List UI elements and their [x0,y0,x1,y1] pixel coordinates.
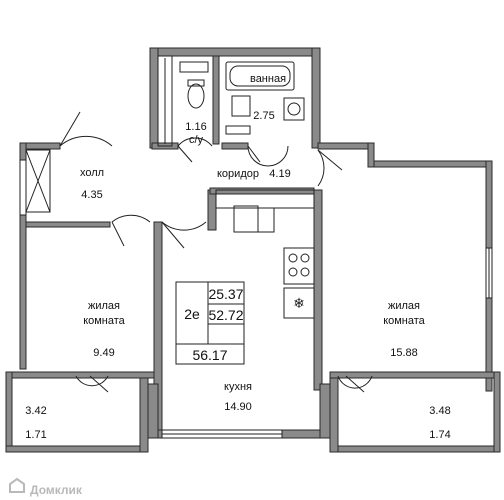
hob-icon [283,247,315,285]
balcony-right-area-2: 1.74 [429,429,450,441]
kitchen-area: 14.90 [224,401,252,413]
living-right-area: 15.88 [390,347,418,359]
rooms-code: 2е [184,306,200,322]
hall-label: холл [80,167,104,179]
living-left-label-2: комната [83,315,125,327]
balcony-left-area-2: 1.71 [25,429,46,441]
walls [5,47,501,453]
living-right-label-1: жилая [388,300,420,312]
balcony-right-area-1: 3.48 [429,405,450,417]
balcony-left-area-1: 3.42 [25,405,46,417]
living-area-total: 25.37 [208,286,243,302]
watermark-text: Домклик [30,483,83,497]
windows [19,159,493,439]
bath-label: ванная [250,73,286,85]
washing-machine-icon [283,97,305,121]
watermark-logo [9,477,25,493]
stove-icon [233,205,259,233]
hall-area: 4.35 [81,189,102,201]
living-left-label-1: жилая [88,300,120,312]
fixtures: ❄ [25,55,315,319]
wc-label: с/у [189,134,204,146]
fridge-icon [283,287,315,319]
wc-area: 1.16 [185,121,206,133]
living-right-label-2: комната [383,315,425,327]
total-area-with-balcony: 56.17 [192,347,227,363]
corridor-label: коридор [217,168,259,180]
corridor-area: 4.19 [269,168,290,180]
doors [59,111,373,393]
bathtub-icon [225,61,295,91]
summary-table [175,281,245,365]
kitchen-label: кухня [224,381,252,393]
bath-area: 2.75 [253,110,274,122]
total-area: 52.72 [208,307,243,323]
toilet-icon [187,83,205,109]
snowflake-icon: ❄ [293,295,305,311]
labels: 1.16 с/у ванная 2.75 холл 4.35 коридор 4… [25,73,450,497]
sink-icon [231,95,251,117]
living-left-area: 9.49 [93,347,114,359]
